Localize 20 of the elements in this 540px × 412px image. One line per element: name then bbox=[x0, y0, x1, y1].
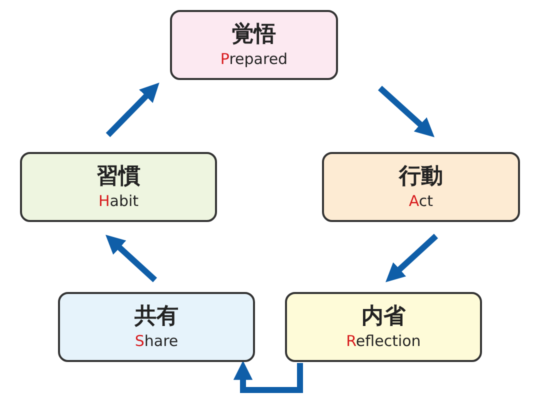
arrow bbox=[233, 360, 303, 393]
stage-box bbox=[322, 152, 520, 222]
stage-subtitle: Share bbox=[134, 331, 178, 351]
stage-title: 共有 bbox=[134, 303, 178, 331]
stage-title: 習慣 bbox=[96, 163, 140, 191]
arrow bbox=[378, 86, 434, 138]
stage-subtitle: Prepared bbox=[220, 49, 288, 69]
stage-box bbox=[285, 292, 482, 362]
stage-box bbox=[170, 10, 338, 80]
stage-title: 内省 bbox=[362, 303, 406, 331]
stage-title: 覚悟 bbox=[232, 21, 276, 49]
arrow bbox=[386, 234, 438, 282]
stage-subtitle: Act bbox=[408, 191, 434, 211]
stage-box bbox=[20, 152, 217, 222]
stage-box bbox=[58, 292, 255, 362]
stage-title: 行動 bbox=[399, 163, 443, 191]
stage-subtitle: Habit bbox=[98, 191, 139, 211]
stage-subtitle: Reflection bbox=[346, 331, 421, 351]
arrow bbox=[106, 234, 158, 282]
arrow bbox=[106, 82, 160, 138]
